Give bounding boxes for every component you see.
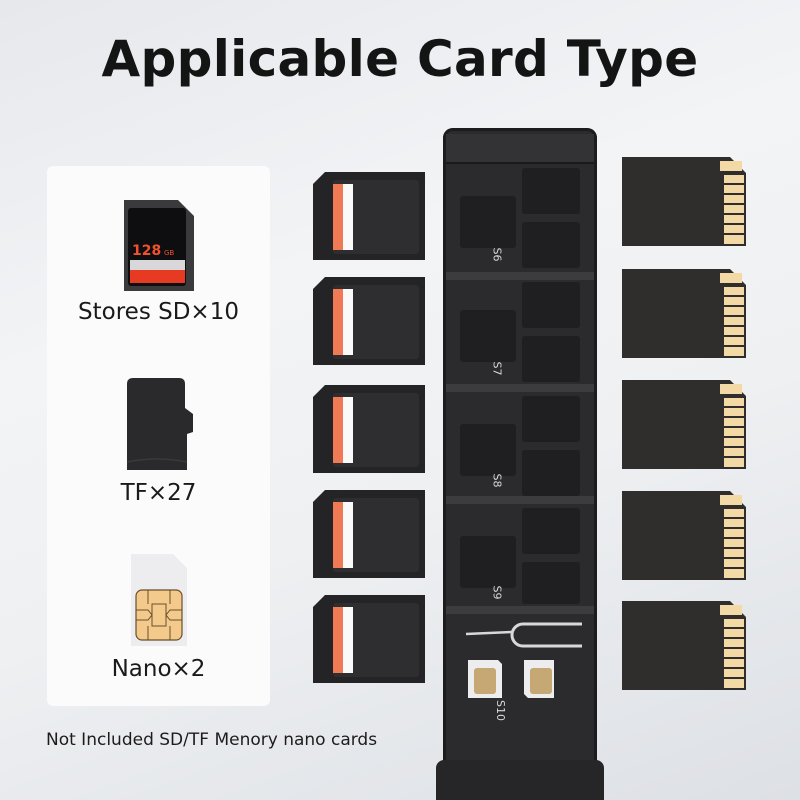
sd-card-left-1: [313, 172, 425, 260]
slot-label-s10: S10: [493, 700, 507, 721]
tf-card-slot: [522, 450, 580, 496]
sd-card-left-4: [313, 490, 425, 578]
nano-sim-slots: [468, 660, 554, 698]
tf-card-item: TF×27: [47, 376, 270, 506]
tf-card-slot: [460, 424, 516, 476]
slot-label-s9: S9: [490, 585, 504, 600]
svg-text:128: 128: [132, 243, 161, 259]
sim-eject-pin-icon: [465, 622, 582, 648]
sd-card-item: 128 GB Stores SD×10: [47, 198, 270, 325]
tf-card-slot: [522, 222, 580, 268]
sd-card-left-3: [313, 385, 425, 473]
case-rib: [446, 606, 594, 614]
microsd-card-icon: [126, 378, 193, 470]
tf-card-slot: [460, 310, 516, 362]
sd-card-left-5: [313, 595, 425, 683]
sd-card-right-1: [622, 157, 746, 246]
tf-card-slot: [460, 536, 516, 588]
slot-label-s7: S7: [490, 361, 504, 376]
tf-card-slot: [522, 562, 580, 604]
case-end-cap: [436, 760, 604, 800]
sd-card-right-4: [622, 491, 746, 580]
slot-label-s8: S8: [490, 473, 504, 488]
disclaimer-note: Not Included SD/TF Menory nano cards: [46, 730, 378, 750]
tf-card-slot: [522, 168, 580, 214]
nano-sim-icon: [130, 554, 187, 646]
case-rib: [446, 384, 594, 392]
tf-card-slot: [460, 196, 516, 248]
nano-sim-item: Nano×2: [47, 552, 270, 682]
case-rib: [446, 496, 594, 504]
sd-card-right-3: [622, 380, 746, 469]
tf-card-slot: [522, 282, 580, 328]
sd-card-icon: 128 GB: [123, 200, 194, 291]
tf-card-slot: [522, 508, 580, 554]
tf-card-slot: [522, 336, 580, 382]
sd-card-label: Stores SD×10: [78, 299, 239, 325]
tf-card-label: TF×27: [120, 480, 197, 506]
case-rib: [446, 272, 594, 280]
sd-card-right-2: [622, 269, 746, 358]
svg-text:GB: GB: [164, 249, 174, 257]
nano-sim-label: Nano×2: [111, 656, 206, 682]
slot-label-s6: S6: [490, 247, 504, 262]
card-type-panel: 128 GB Stores SD×10 TF×27 Nano×2: [47, 166, 270, 706]
page-title: Applicable Card Type: [101, 30, 699, 88]
sd-card-left-2: [313, 277, 425, 365]
tf-card-slot: [522, 396, 580, 442]
sd-card-right-5: [622, 601, 746, 690]
case-top-latch: [446, 134, 594, 164]
